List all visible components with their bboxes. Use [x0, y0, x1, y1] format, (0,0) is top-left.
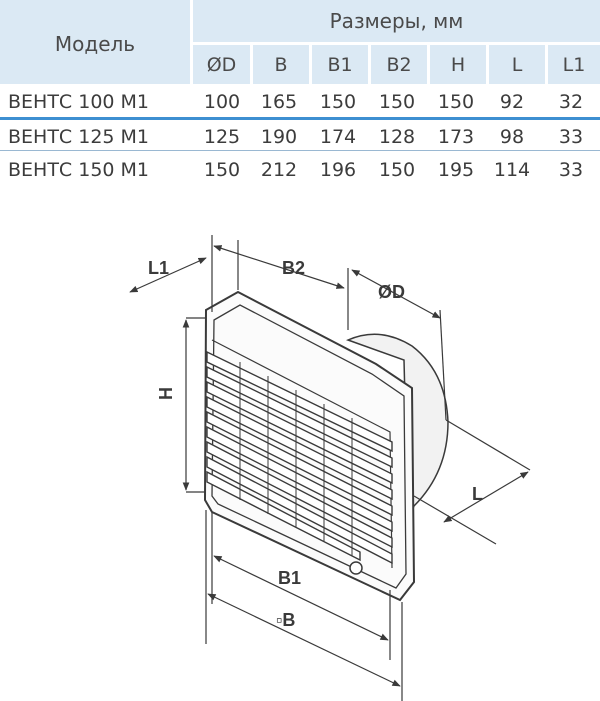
row-separator: [0, 150, 600, 151]
cell-h: 150: [437, 91, 475, 113]
model-column-header: Модель: [0, 0, 190, 84]
column-header-b: B: [253, 45, 309, 84]
indicator-icon: [349, 561, 363, 575]
sizes-column-group-header: Размеры, мм: [193, 0, 600, 42]
cell-b1: 174: [319, 126, 357, 148]
cell-b: 165: [260, 91, 298, 113]
size-column-headers: ØD B B1 B2 H L L1: [193, 45, 600, 84]
cell-l: 98: [499, 126, 525, 148]
row-separator: [0, 117, 600, 120]
duct-spigot: [345, 333, 449, 521]
dimension-label-b2: B2: [282, 258, 305, 278]
dimension-lines: [129, 235, 531, 701]
cell-b1: 196: [319, 159, 357, 181]
cell-b: 212: [260, 159, 298, 181]
cell-h: 173: [437, 126, 475, 148]
model-name: ВЕНТС 100 М1: [8, 91, 150, 113]
cell-b: 190: [260, 126, 298, 148]
dimension-label-diameter: ØD: [378, 282, 405, 302]
cell-diameter: 125: [203, 126, 241, 148]
louvre-slats: [206, 350, 393, 565]
cell-diameter: 150: [203, 159, 241, 181]
cell-l1: 33: [558, 126, 584, 148]
dimension-label-b: ▫B: [276, 610, 295, 630]
column-header-h: H: [430, 45, 486, 84]
cell-b2: 150: [378, 159, 416, 181]
cell-b1: 150: [319, 91, 357, 113]
table-row: ВЕНТС 150 М1 150 212 196 150 195 114 33: [0, 154, 600, 186]
cell-l: 92: [499, 91, 525, 113]
cell-l1: 33: [558, 159, 584, 181]
model-name: ВЕНТС 150 М1: [8, 159, 150, 181]
cell-b2: 150: [378, 91, 416, 113]
column-header-b1: B1: [312, 45, 368, 84]
dimension-label-l: L: [472, 484, 483, 504]
cell-l1: 32: [558, 91, 584, 113]
fan-dimension-drawing: L1 B2 ØD H L B1 ▫B: [129, 235, 531, 701]
dimension-label-l1: L1: [148, 258, 169, 278]
cell-b2: 128: [378, 126, 416, 148]
dimension-label-b1: B1: [278, 568, 301, 588]
cell-h: 195: [437, 159, 475, 181]
column-header-l1: L1: [548, 45, 600, 84]
column-header-diameter: ØD: [193, 45, 250, 84]
dimension-label-h: H: [156, 387, 176, 400]
cell-diameter: 100: [203, 91, 241, 113]
louvre-ribs: [239, 362, 353, 556]
table-row: ВЕНТС 100 М1 100 165 150 150 150 92 32: [0, 86, 600, 118]
dimensions-table: Модель Размеры, мм ØD B B1 B2 H L L1 ВЕН…: [0, 0, 600, 187]
column-header-b2: B2: [371, 45, 427, 84]
model-name: ВЕНТС 125 М1: [8, 126, 150, 148]
table-row: ВЕНТС 125 М1 125 190 174 128 173 98 33: [0, 121, 600, 153]
column-header-l: L: [489, 45, 545, 84]
cell-l: 114: [493, 159, 531, 181]
